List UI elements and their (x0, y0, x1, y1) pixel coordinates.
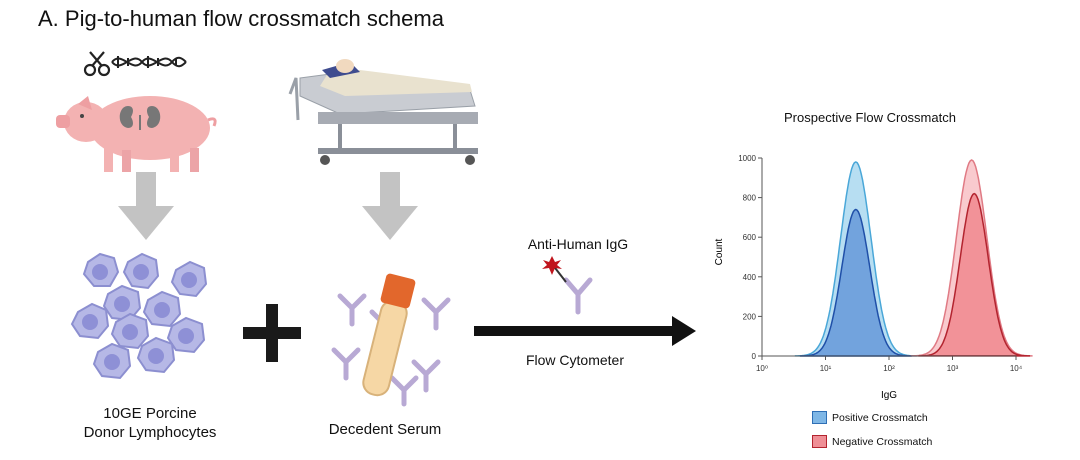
y-tick-label: 400 (743, 273, 757, 282)
anti-human-igg-label: Anti-Human IgG (527, 236, 629, 252)
scissors-icon (83, 51, 111, 77)
plot-area (794, 159, 1033, 357)
serum-tube (362, 273, 416, 397)
legend-positive: Positive Crossmatch (812, 411, 928, 424)
right-arrow-icon (474, 316, 696, 346)
dna-icon (111, 56, 187, 68)
lymphocyte-cluster (70, 252, 208, 380)
x-tick-label: 10⁰ (756, 364, 768, 373)
y-axis-label: Count (714, 238, 725, 265)
donor-caption-line2: Donor Lymphocytes (83, 424, 217, 441)
y-tick-label: 200 (743, 312, 757, 321)
legend-swatch-positive (812, 411, 827, 424)
y-tick-label: 1000 (738, 154, 756, 163)
down-arrow-icon (362, 172, 418, 240)
chart-title: Prospective Flow Crossmatch (784, 110, 956, 125)
legend-label-negative: Negative Crossmatch (832, 435, 933, 448)
x-tick-label: 10¹ (820, 364, 832, 373)
pig-illustration (56, 96, 217, 172)
anti-human-igg-icon (542, 256, 593, 315)
y-tick-label: 800 (743, 194, 757, 203)
cell-nuclei (82, 264, 197, 370)
x-tick-label: 10⁴ (1010, 364, 1023, 373)
flow-cytometer-label: Flow Cytometer (525, 352, 625, 368)
x-tick-label: 10² (883, 364, 895, 373)
hospital-bed-illustration (288, 59, 478, 165)
decedent-serum-caption: Decedent Serum (328, 421, 442, 438)
chart-axes: 0 200 400 600 800 1000 10⁰ 10¹ 10² 10³ 10⁴ (738, 154, 1023, 373)
legend-label-positive: Positive Crossmatch (832, 411, 928, 424)
legend-swatch-negative (812, 435, 827, 448)
donor-lymphocytes-caption: 10GE Porcine Donor Lymphocytes (60, 404, 240, 442)
legend-negative: Negative Crossmatch (812, 435, 932, 448)
y-tick-label: 0 (752, 352, 757, 361)
donor-caption-line1: 10GE Porcine (103, 405, 197, 422)
schema-illustrations (56, 51, 696, 407)
plus-sign (243, 304, 301, 362)
x-tick-label: 10³ (947, 364, 959, 373)
histogram-negative-crossmatch-dark (918, 192, 1031, 357)
kidney-icon (119, 106, 161, 130)
x-axis-label: IgG (881, 390, 897, 401)
figure-title: A. Pig-to-human flow crossmatch schema (38, 6, 444, 31)
flow-crossmatch-chart: 0 200 400 600 800 1000 10⁰ 10¹ 10² 10³ 10⁴ Count I… (714, 154, 1033, 401)
y-tick-label: 600 (743, 233, 757, 242)
histogram-positive-crossmatch-dark (799, 208, 912, 357)
down-arrow-icon (118, 172, 174, 240)
